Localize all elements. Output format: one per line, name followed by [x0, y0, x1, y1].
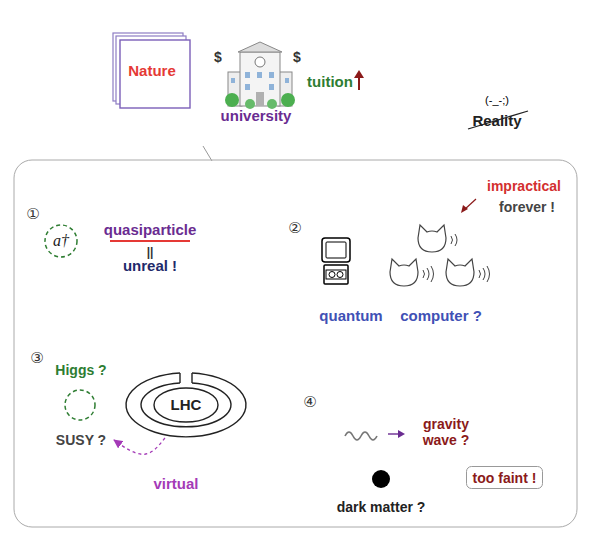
callout-number: ②	[215, 220, 375, 236]
university-building	[225, 42, 295, 109]
edge-label: virtual	[126, 476, 226, 492]
operator-circle: a†	[44, 224, 78, 258]
callout-number: ①	[0, 206, 113, 222]
emoticon: (-_-;)	[417, 92, 577, 108]
building-label: university	[176, 108, 336, 124]
particle-circle: Higgs ? SUSY ?	[48, 362, 114, 448]
topic-label: gravity wave ?	[414, 416, 478, 448]
currency-sign: $	[217, 49, 377, 65]
caption-word: computer ?	[361, 308, 521, 324]
note-box: too faint !	[466, 466, 543, 489]
dashed-arrow	[114, 438, 165, 454]
tuition-label: tuition	[250, 74, 410, 90]
sound-marks	[423, 234, 490, 282]
pointer-arrow	[461, 199, 476, 213]
computer-icon	[322, 238, 350, 284]
increase-arrow	[354, 70, 364, 90]
node-text: Nature	[128, 63, 176, 79]
wave-symbol	[345, 430, 405, 440]
note-label: impractical	[444, 178, 589, 194]
node-text: SUSY ?	[56, 432, 106, 448]
leader-line	[203, 146, 212, 161]
panel-frame	[14, 160, 577, 527]
node-text: a†	[53, 233, 69, 249]
node-text: Higgs ?	[55, 362, 106, 378]
node-text: LHC	[171, 397, 202, 413]
struck-word: Reality	[417, 113, 577, 129]
term-label: quasiparticle	[70, 222, 230, 238]
node-text: too faint !	[473, 470, 537, 486]
cat-icons	[390, 225, 474, 286]
note-label: forever !	[447, 199, 589, 215]
journal-stack: Nature	[113, 33, 191, 109]
callout-number: ④	[230, 394, 390, 410]
note-label: unreal !	[70, 258, 230, 274]
collider-ring: LHC	[124, 372, 248, 438]
underline	[110, 240, 190, 242]
topic-label: dark matter ?	[301, 499, 461, 515]
dark-matter-dot	[372, 470, 390, 488]
